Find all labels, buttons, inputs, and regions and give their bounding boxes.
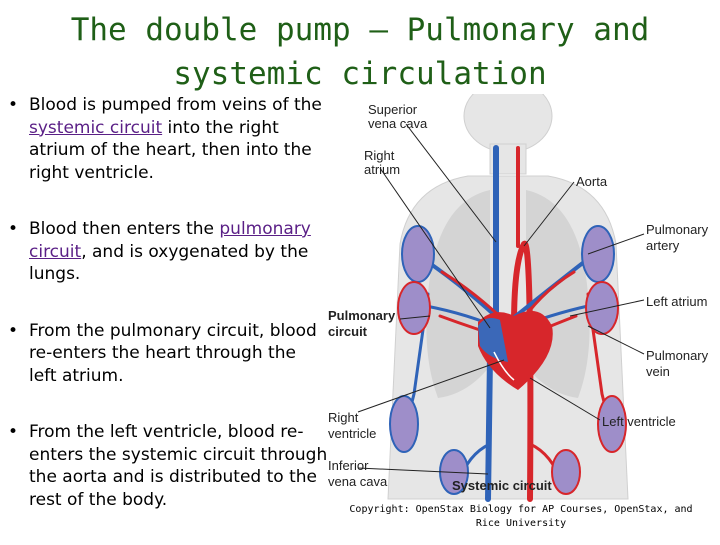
systemic-circuit-link[interactable]: systemic circuit	[29, 117, 163, 138]
label-left-ventricle: Left ventricle	[602, 414, 676, 429]
bullet-list: Blood is pumped from veins of the system…	[6, 94, 328, 545]
bullet-text: From the left ventricle, blood re-enters…	[29, 422, 328, 510]
label-pulmonary-vein-2: vein	[646, 364, 670, 379]
bullet-text: into the right atrium of the heart, then…	[29, 117, 312, 183]
label-right-atrium-1: Right	[364, 148, 395, 163]
bullet-item: From the left ventricle, blood re-enters…	[6, 421, 328, 511]
label-pointers	[357, 123, 645, 475]
label-pulmonary-circuit-2: circuit	[328, 324, 368, 339]
bullet-item: Blood then enters the pulmonary circuit,…	[6, 218, 328, 286]
page-title: The double pump – Pulmonary and systemic…	[0, 8, 720, 96]
label-superior-vena-cava-1: Superior	[368, 102, 418, 117]
label-systemic-circuit: Systemic circuit	[452, 478, 552, 493]
label-right-atrium-2: atrium	[364, 162, 400, 177]
bullet-text: Blood is pumped from veins of the	[29, 95, 322, 115]
bullet-item: From the pulmonary circuit, blood re-ent…	[6, 320, 328, 388]
bullet-text: , and is oxygenated by the lungs.	[29, 241, 309, 285]
systemic-capillaries	[389, 395, 627, 495]
title-line-1: The double pump – Pulmonary and	[70, 12, 650, 48]
circulation-diagram: Superior vena cava Right atrium Aorta Pu…	[328, 94, 709, 502]
label-right-ventricle-1: Right	[328, 410, 359, 425]
heart	[478, 310, 553, 390]
bullet-text: From the pulmonary circuit, blood re-ent…	[29, 320, 317, 386]
label-pulmonary-circuit-1: Pulmonary	[328, 308, 396, 323]
bullet-item: Blood is pumped from veins of the system…	[6, 94, 328, 184]
label-pulmonary-artery-2: artery	[646, 238, 680, 253]
label-left-atrium: Left atrium	[646, 294, 707, 309]
bullet-text: Blood then enters the	[29, 219, 220, 239]
copyright-note: Copyright: OpenStax Biology for AP Cours…	[349, 504, 693, 529]
pulmonary-circuit-link[interactable]: pulmonary circuit	[29, 219, 311, 262]
label-aorta: Aorta	[576, 174, 608, 189]
label-inferior-vena-cava-2: vena cava	[328, 474, 388, 489]
label-right-ventricle-2: ventricle	[328, 426, 376, 441]
pulmonary-capillaries	[397, 225, 619, 335]
label-pulmonary-artery-1: Pulmonary	[646, 222, 709, 237]
title-line-2: systemic circulation	[173, 56, 547, 92]
label-inferior-vena-cava-1: Inferior	[328, 458, 369, 473]
label-pulmonary-vein-1: Pulmonary	[646, 348, 709, 363]
label-superior-vena-cava-2: vena cava	[368, 116, 428, 131]
